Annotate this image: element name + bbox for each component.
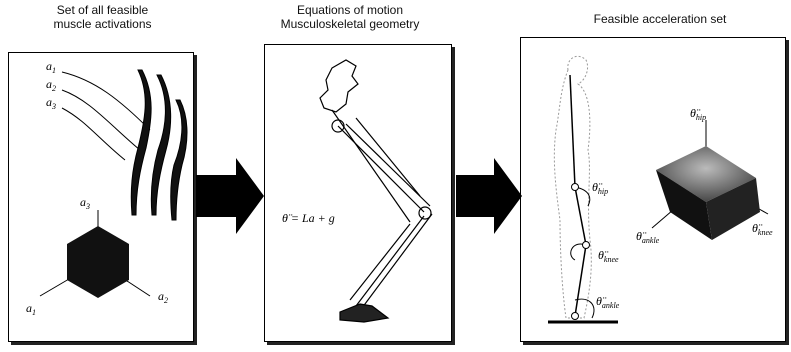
activation-hexagon — [67, 226, 129, 298]
leg-skeleton — [320, 60, 432, 322]
stick-figure — [548, 75, 618, 322]
axis-label-a1: a1 — [26, 301, 36, 317]
cube-knee-axis-label: θ̈knee — [752, 221, 773, 237]
axis-label-a2: a2 — [158, 289, 168, 305]
muscle-label-a2: a2 — [46, 77, 56, 93]
activation-curves — [62, 72, 150, 160]
muscle-icons — [131, 70, 187, 220]
cube-hip-axis-label: θ̈hip — [690, 106, 706, 122]
equation-of-motion: θ̈ = La + g — [282, 211, 335, 225]
right-arrow-1 — [196, 158, 264, 234]
cube-ankle-axis-label: θ̈ankle — [636, 229, 660, 245]
axis-label-a3: a3 — [80, 195, 90, 211]
right-arrow-2 — [456, 158, 522, 234]
acceleration-polytope — [652, 120, 768, 240]
knee-acceleration-label: θ̈knee — [598, 248, 619, 264]
ankle-acceleration-label: θ̈ankle — [596, 294, 620, 310]
muscle-label-a1: a1 — [46, 59, 56, 75]
muscle-label-a3: a3 — [46, 95, 56, 111]
hip-acceleration-label: θ̈hip — [592, 180, 608, 196]
